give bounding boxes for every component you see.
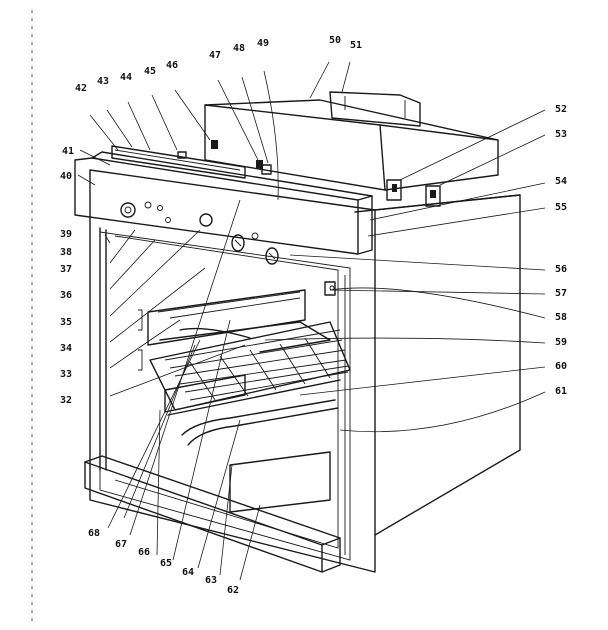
callout-68: 68	[88, 528, 100, 539]
rear-switches	[386, 179, 441, 207]
callout-67: 67	[115, 539, 127, 550]
callout-40: 40	[60, 171, 72, 182]
callout-32: 32	[60, 395, 72, 406]
callout-numbers: 40 41 42 43 44 45 46 47 48 49 50 51 52 5…	[60, 35, 567, 596]
callout-55: 55	[555, 202, 567, 213]
callout-54: 54	[555, 176, 567, 187]
callout-59: 59	[555, 337, 567, 348]
side-trim	[324, 281, 336, 296]
callout-33: 33	[60, 369, 72, 380]
callout-49: 49	[257, 38, 269, 49]
callout-48: 48	[233, 43, 245, 54]
callout-41: 41	[62, 146, 74, 157]
callout-42: 42	[75, 83, 87, 94]
oven-cabinet	[89, 169, 521, 573]
callout-43: 43	[97, 76, 109, 87]
callout-64: 64	[182, 567, 194, 578]
callout-47: 47	[209, 50, 221, 61]
callout-50: 50	[329, 35, 341, 46]
broil-element	[159, 321, 331, 353]
callout-45: 45	[144, 66, 156, 77]
callout-65: 65	[160, 558, 172, 569]
callout-37: 37	[60, 264, 72, 275]
top-rail-parts	[177, 140, 272, 175]
callout-35: 35	[60, 317, 72, 328]
callout-46: 46	[166, 60, 178, 71]
callout-62: 62	[227, 585, 239, 596]
callout-63: 63	[205, 575, 217, 586]
bottom-trim	[84, 455, 341, 573]
callout-44: 44	[120, 72, 132, 83]
callout-39: 39	[60, 229, 72, 240]
callout-56: 56	[555, 264, 567, 275]
oven-racks	[147, 289, 351, 416]
control-panel	[74, 145, 373, 255]
callout-51: 51	[350, 40, 362, 51]
callout-36: 36	[60, 290, 72, 301]
control-knobs	[120, 201, 279, 265]
callout-58: 58	[555, 312, 567, 323]
callout-34: 34	[60, 343, 72, 354]
left-side-rail	[99, 227, 143, 471]
callout-61: 61	[555, 386, 567, 397]
callout-60: 60	[555, 361, 567, 372]
callout-66: 66	[138, 547, 150, 558]
callout-57: 57	[555, 288, 567, 299]
callout-53: 53	[555, 129, 567, 140]
bake-element	[181, 399, 339, 513]
leader-lines	[77, 61, 546, 581]
callout-38: 38	[60, 247, 72, 258]
callout-52: 52	[555, 104, 567, 115]
